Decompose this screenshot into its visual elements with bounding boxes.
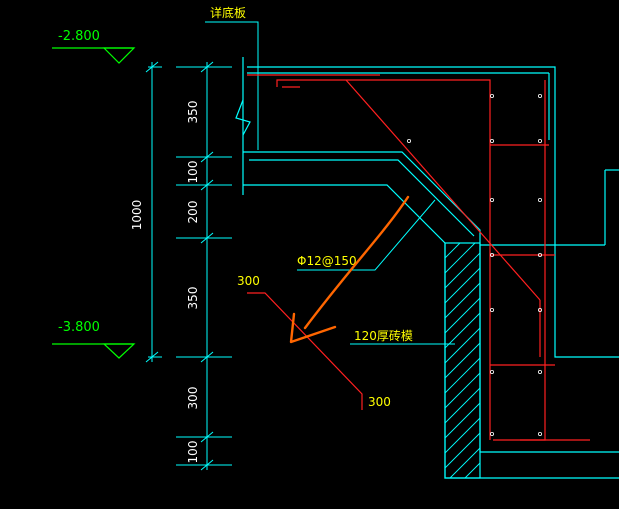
level-text-top: -2.800 — [58, 29, 100, 44]
dimension-chain — [176, 61, 232, 471]
brick-wall-leader: 120厚砖模 — [350, 328, 455, 345]
level-mark-bottom: -3.800 — [52, 320, 136, 359]
brick-wall — [444, 242, 481, 479]
level-mark-top: -2.800 — [52, 29, 136, 64]
dimension-segment-texts: 350 100 200 350 300 100 — [186, 101, 200, 464]
cushion-label: 详底板 — [210, 5, 246, 20]
dimension-total — [145, 61, 162, 363]
rebar-dots — [406, 94, 543, 436]
concrete-outline — [235, 57, 619, 479]
rebar-spec-label: Φ12@150 — [297, 254, 357, 268]
dimension-text-total: 1000 — [130, 200, 144, 231]
dimension-text-seg-5: 300 — [186, 387, 200, 410]
dimension-text-seg-1: 350 — [186, 101, 200, 124]
cushion-leader: 详底板 — [205, 5, 259, 150]
anchor-bottom-label: 300 — [368, 395, 391, 409]
dimension-text-seg-2: 100 — [186, 161, 200, 184]
rebar-lines — [247, 74, 590, 441]
rebar-spec-leader: Φ12@150 — [297, 199, 436, 271]
dimension-text-seg-4: 350 — [186, 287, 200, 310]
level-text-bottom: -3.800 — [58, 320, 100, 335]
anchor-top-label: 300 — [237, 274, 260, 288]
markup-arrow — [289, 195, 410, 344]
brick-wall-label: 120厚砖模 — [354, 328, 413, 343]
dimension-text-seg-3: 200 — [186, 201, 200, 224]
dimension-text-seg-6: 100 — [186, 441, 200, 464]
